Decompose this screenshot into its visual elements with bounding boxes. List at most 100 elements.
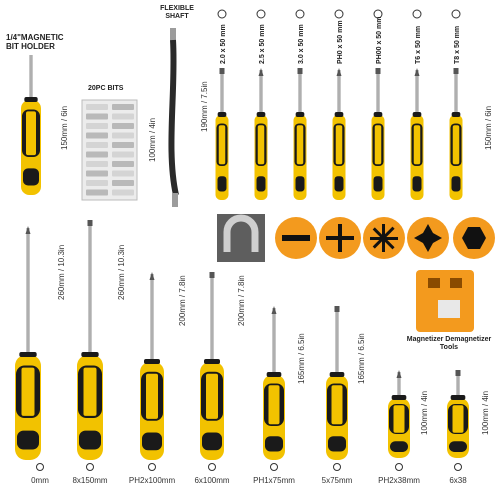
driver-big-2 <box>77 220 103 460</box>
grip-stripe <box>26 111 36 156</box>
grip-stripe <box>452 405 464 433</box>
caption-5: PH1x75mm <box>253 476 295 485</box>
tip <box>453 68 459 74</box>
shaft-end <box>172 193 178 207</box>
ferrule <box>373 112 383 117</box>
grip-stripe <box>393 405 405 433</box>
blade-shine <box>398 372 400 402</box>
bit <box>86 132 108 139</box>
precision-spec-5: PH00 x 50 mm <box>376 16 383 64</box>
grip-end <box>265 436 283 452</box>
bit <box>86 123 108 129</box>
driver-small-2 <box>326 306 348 460</box>
precision-spec-2: 2.5 x 50 mm <box>259 24 266 64</box>
tip <box>87 220 93 226</box>
blade-shine <box>457 372 459 402</box>
precision-driver-5 <box>371 68 385 200</box>
spec-icon <box>217 9 227 19</box>
bit-holder-length: 150mm / 6in <box>60 105 69 150</box>
blade-shine <box>377 70 379 119</box>
tip <box>297 68 303 74</box>
small2-length: 165mm / 6.5in <box>357 333 366 384</box>
grip-stripe <box>413 125 421 165</box>
blade-shine <box>30 55 32 104</box>
flexible-shaft <box>168 28 179 207</box>
grip-end <box>202 432 222 451</box>
ferrule <box>295 112 305 117</box>
tip <box>25 226 31 234</box>
bit <box>86 113 108 120</box>
big1-length: 260mm / 10.3in <box>57 244 66 300</box>
precision-spec-4: PH0 x 50 mm <box>337 20 344 64</box>
tip <box>271 306 277 314</box>
grip-stripe <box>21 367 35 416</box>
grip-stripe <box>335 125 343 165</box>
precision-spec-3: 3.0 x 50 mm <box>298 24 305 64</box>
hex <box>462 227 486 249</box>
caption-icon-5 <box>270 463 278 471</box>
grip-stripe <box>268 385 280 425</box>
bits-length: 100mm / 4in <box>148 117 157 162</box>
precision-spec-6: T6 x 50 mm <box>415 25 422 64</box>
caption-7: PH2x38mm <box>378 476 420 485</box>
grip-end <box>412 176 422 192</box>
caption-1: 0mm <box>31 476 49 485</box>
caption-8: 6x38 <box>449 476 467 485</box>
grip-stripe <box>296 125 304 165</box>
bits-rack <box>81 99 138 201</box>
blade-shine <box>211 274 213 366</box>
magnetizer-label: Magnetizer Demagnetizer Tools <box>406 336 492 351</box>
bit <box>86 142 108 148</box>
bit-holder-driver <box>21 55 41 195</box>
spec-icon <box>412 9 422 19</box>
ferrule <box>217 112 227 117</box>
blade-shine <box>455 70 457 119</box>
bit <box>112 161 134 167</box>
grip-end <box>142 432 162 451</box>
stubby1-length: 100mm / 4in <box>420 390 429 435</box>
pz <box>372 226 395 249</box>
spec-icon <box>334 9 344 19</box>
grip-end <box>256 176 266 192</box>
precision-driver-4 <box>332 68 346 200</box>
spec-icon <box>373 9 383 19</box>
caption-icon-6 <box>333 463 341 471</box>
tip <box>219 68 225 74</box>
ferrule <box>81 352 99 357</box>
shaft-head <box>170 28 176 40</box>
blade-shine <box>338 70 340 119</box>
bit <box>112 180 134 186</box>
grip-end <box>217 176 227 192</box>
grip-end <box>23 168 39 186</box>
spec-icon <box>451 9 461 19</box>
tip <box>455 370 461 376</box>
blade-shine <box>260 70 262 119</box>
caption-icon-1 <box>36 463 44 471</box>
blade-shine <box>89 222 91 359</box>
bit <box>112 104 134 110</box>
ferrule <box>412 112 422 117</box>
sticker <box>438 300 460 318</box>
ph-v <box>338 224 342 252</box>
tip <box>149 272 155 280</box>
driver-mid-2 <box>200 272 224 460</box>
tip <box>258 68 264 76</box>
bit <box>112 142 134 148</box>
precision-driver-6 <box>410 68 424 200</box>
tip-icons <box>217 214 495 262</box>
ferrule <box>451 112 461 117</box>
spec-icon <box>295 9 305 19</box>
bit <box>86 180 108 186</box>
blade-shine <box>299 70 301 119</box>
ferrule <box>19 352 37 357</box>
shaft-body <box>168 39 179 196</box>
ferrule <box>256 112 266 117</box>
grip-stripe <box>331 385 343 425</box>
grip-end <box>390 441 408 452</box>
blade-shine <box>273 308 275 379</box>
grip-stripe <box>83 367 97 416</box>
bit <box>112 123 134 129</box>
bit <box>112 132 134 139</box>
grip-end <box>451 176 461 192</box>
